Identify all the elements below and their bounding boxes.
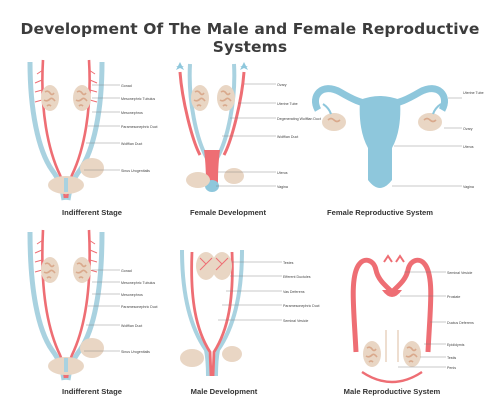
- label-sinus-urogenitalis: Sinus Urogenitalis: [121, 169, 150, 173]
- panel-female-development: Ovary Uterine Tube Degenerating Wolffian…: [176, 62, 321, 217]
- panel-male-system: Seminal Vesicle Prostate Ductus Deferens…: [344, 254, 474, 396]
- label-penis: Penis: [447, 366, 456, 370]
- label-mesonephros: Mesonephros: [121, 111, 143, 115]
- label-mesonephric-tubulus: Mesonephric Tubulus: [121, 97, 155, 101]
- label-mesonephros: Mesonephros: [121, 293, 143, 297]
- label-vagina: Vagina: [277, 185, 288, 189]
- labels-female-system: Uterine Tube Ovary Uterus Vagina: [463, 91, 484, 189]
- labels-male-system: Seminal Vesicle Prostate Ductus Deferens…: [447, 271, 474, 370]
- caption-female-development: Female Development: [190, 208, 266, 217]
- label-uterus: Uterus: [277, 171, 288, 175]
- labels-indifferent-bottom: Gonad Mesonephric Tubulus Mesonephros Pa…: [121, 269, 158, 354]
- labels-male-development: Testes Efferent Ductules Vas Deferens Pa…: [283, 261, 320, 323]
- label-efferent-ductules: Efferent Ductules: [283, 275, 311, 279]
- label-ovary: Ovary: [463, 127, 473, 131]
- label-uterine-tube: Uterine Tube: [463, 91, 484, 95]
- label-mesonephric-tubulus: Mesonephric Tubulus: [121, 281, 155, 285]
- label-paramesonephric-duct: Paramesonephric Duct: [121, 125, 158, 129]
- label-testes: Testes: [283, 261, 294, 265]
- caption-female-system: Female Reproductive System: [327, 208, 433, 217]
- caption-male-system: Male Reproductive System: [344, 387, 441, 396]
- panel-indifferent-bottom: Gonad Mesonephric Tubulus Mesonephros Pa…: [27, 229, 158, 396]
- label-uterus: Uterus: [463, 145, 474, 149]
- label-epididymis: Epididymis: [447, 343, 465, 347]
- label-vas-deferens: Vas Deferens: [283, 290, 305, 294]
- labels-indifferent-top: Gonad Mesonephric Tubulus Mesonephros Pa…: [121, 84, 158, 173]
- label-wolffian-duct: Wolffian Duct: [277, 135, 298, 139]
- label-testis: Testis: [447, 356, 456, 360]
- caption-indifferent-top: Indifferent Stage: [62, 208, 122, 217]
- label-sinus-urogenitalis: Sinus Urogenitalis: [121, 350, 150, 354]
- label-paramesonephric-duct: Paramesonephric Duct: [121, 305, 158, 309]
- label-gonad: Gonad: [121, 269, 132, 273]
- label-gonad: Gonad: [121, 84, 132, 88]
- label-degenerating-wolffian-duct: Degenerating Wolffian Duct: [277, 117, 321, 121]
- label-seminal-vesicle: Seminal Vesicle: [447, 271, 472, 275]
- page-title: Development Of The Male and Female Repro…: [20, 20, 480, 56]
- labels-female-development: Ovary Uterine Tube Degenerating Wolffian…: [277, 83, 321, 189]
- label-paramesonephric-duct: Paramesonephric Duct: [283, 304, 320, 308]
- label-uterine-tube: Uterine Tube: [277, 102, 298, 106]
- label-wolffian-duct: Wolffian Duct: [121, 142, 142, 146]
- caption-indifferent-bottom: Indifferent Stage: [62, 387, 122, 396]
- label-ovary: Ovary: [277, 83, 287, 87]
- label-seminal-vesicle: Seminal Vesicle: [283, 319, 308, 323]
- panel-indifferent-top: Gonad Mesonephric Tubulus Mesonephros Pa…: [27, 59, 158, 217]
- label-vagina: Vagina: [463, 185, 474, 189]
- label-wolffian-duct: Wolffian Duct: [121, 324, 142, 328]
- label-ductus-deferens: Ductus Deferens: [447, 321, 474, 325]
- panel-female-system: Uterine Tube Ovary Uterus Vagina Female …: [312, 85, 484, 217]
- caption-male-development: Male Development: [191, 387, 258, 396]
- panel-male-development: Testes Efferent Ductules Vas Deferens Pa…: [180, 249, 320, 396]
- label-prostate: Prostate: [447, 295, 460, 299]
